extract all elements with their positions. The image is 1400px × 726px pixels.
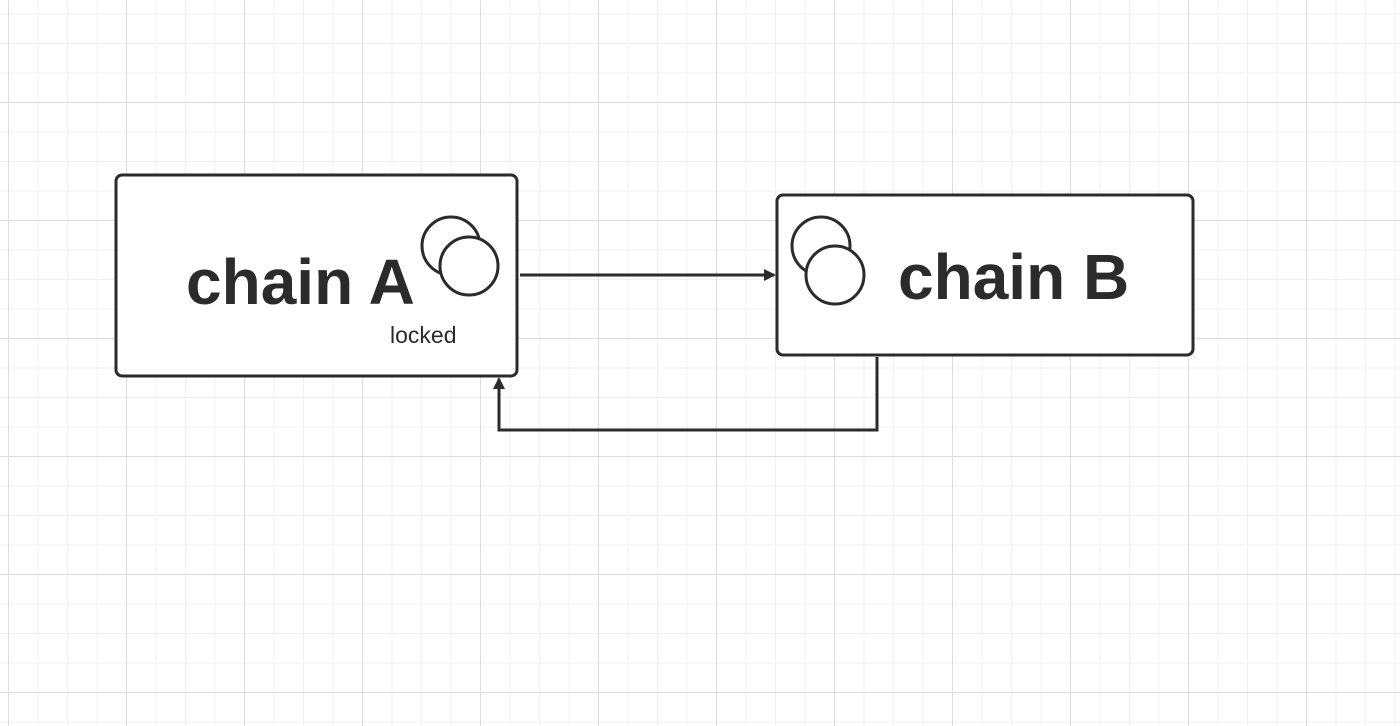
chain-a-locked-note: locked [390, 322, 456, 348]
chain-b-node[interactable]: chain B [775, 193, 1195, 357]
chain-b-label: chain B [898, 241, 1129, 313]
chain-a-box[interactable] [114, 173, 519, 378]
token-stack-icon [420, 215, 500, 297]
chain-b-box[interactable] [775, 193, 1195, 357]
chain-a-node[interactable]: chain A locked [114, 173, 519, 378]
arrow-b-to-a[interactable] [493, 357, 879, 432]
token-stack-icon [790, 215, 866, 306]
chain-a-label: chain A [186, 246, 415, 318]
